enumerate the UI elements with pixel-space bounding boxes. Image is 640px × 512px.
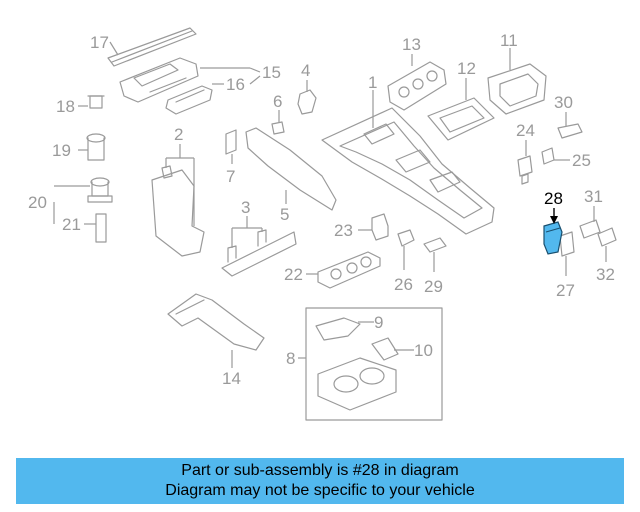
callout-5: 5 xyxy=(280,205,289,224)
banner-line-2: Diagram may not be specific to your vehi… xyxy=(165,482,475,499)
part-27-switch xyxy=(559,231,575,276)
part-28-shape xyxy=(543,221,563,255)
part-16-small-tray xyxy=(165,75,261,115)
part-13-bezel xyxy=(387,54,447,111)
callout-10: 10 xyxy=(414,341,433,360)
callout-18: 18 xyxy=(56,97,75,116)
cupholder-group-box xyxy=(298,307,443,421)
part-22-climate-control xyxy=(306,251,381,289)
part-10-insert xyxy=(371,337,414,361)
part-24-button xyxy=(517,140,533,185)
part-30-cap xyxy=(557,112,583,139)
callout-22: 22 xyxy=(284,265,303,284)
part-18-plug xyxy=(78,95,105,109)
callout-19: 19 xyxy=(52,141,71,160)
part-14-duct xyxy=(167,293,265,368)
callout-14: 14 xyxy=(222,369,241,388)
callout-20: 20 xyxy=(28,193,47,212)
part-7-bracket xyxy=(225,129,237,164)
callout-32: 32 xyxy=(596,265,615,284)
info-banner: Part or sub-assembly is #28 in diagram D… xyxy=(16,458,624,504)
callout-27: 27 xyxy=(556,281,575,300)
part-19-socket xyxy=(78,133,106,161)
callout-3: 3 xyxy=(241,198,250,217)
callout-1: 1 xyxy=(368,73,377,92)
part-12-tray xyxy=(427,78,495,141)
callout-9: 9 xyxy=(374,313,383,332)
part-11-shift-frame xyxy=(487,48,547,115)
part-8-cupholder xyxy=(317,357,397,411)
part-2-side-panel xyxy=(151,144,205,257)
part-25-button xyxy=(541,147,570,165)
callout-15: 15 xyxy=(262,63,281,82)
callout-28: 28 xyxy=(544,189,563,208)
banner-line-1: Part or sub-assembly is #28 in diagram xyxy=(181,462,459,479)
part-9-cover xyxy=(315,317,374,341)
callout-8: 8 xyxy=(286,349,295,368)
callout-26: 26 xyxy=(394,275,413,294)
part-28-highlighted xyxy=(543,208,563,255)
callout-16: 16 xyxy=(226,75,245,94)
callout-12: 12 xyxy=(457,59,476,78)
parts-diagram: 1 2 3 4 5 6 7 8 9 10 11 12 13 14 15 16 1… xyxy=(28,27,617,421)
callout-17: 17 xyxy=(90,33,109,52)
part-3-rail xyxy=(221,216,297,277)
callout-24: 24 xyxy=(516,121,535,140)
callout-6: 6 xyxy=(273,92,282,111)
part-20-outlet xyxy=(54,177,113,203)
part-23-switch xyxy=(358,213,389,241)
part-32-switch xyxy=(597,227,617,262)
part-4-clip xyxy=(297,80,317,115)
part-31-switch xyxy=(579,206,601,239)
callout-25: 25 xyxy=(572,151,591,170)
part-17-trim-strip xyxy=(107,27,197,67)
part-1-center-console xyxy=(321,90,495,235)
callout-13: 13 xyxy=(402,35,421,54)
callout-23: 23 xyxy=(334,221,353,240)
callout-2: 2 xyxy=(174,125,183,144)
part-26-switch xyxy=(397,229,415,270)
callout-21: 21 xyxy=(62,215,81,234)
callout-11: 11 xyxy=(500,31,518,50)
callout-7: 7 xyxy=(226,167,235,186)
part-5-side-trim xyxy=(245,127,337,211)
part-29-switch xyxy=(423,237,447,272)
callout-4: 4 xyxy=(301,61,310,80)
part-21-connector xyxy=(53,202,107,243)
part-6-block xyxy=(271,110,285,135)
callout-31: 31 xyxy=(584,187,603,206)
callout-30: 30 xyxy=(554,93,573,112)
part-15-storage-tray xyxy=(119,57,261,103)
callout-29: 29 xyxy=(424,277,443,296)
